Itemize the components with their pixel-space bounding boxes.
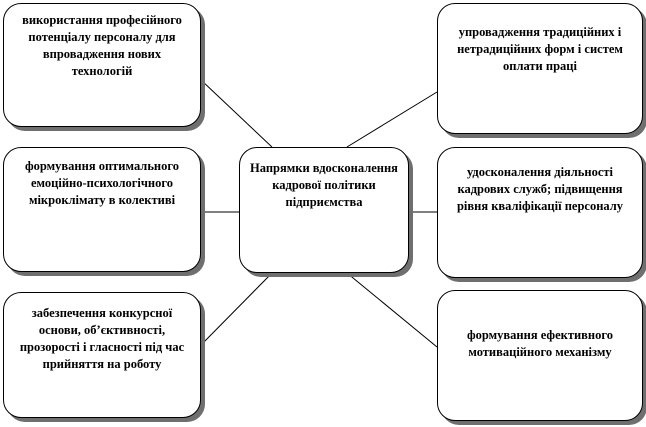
box-bottom-right: формування ефективного мотиваційного мех… bbox=[437, 290, 643, 421]
box-top-left-text: використання професійного потенціалу пер… bbox=[22, 13, 182, 78]
box-middle-right: удосконалення діяльності кадрових служб;… bbox=[437, 147, 643, 278]
connector-top-right bbox=[346, 91, 438, 148]
box-center: Напрямки вдосконалення кадрової політики… bbox=[239, 147, 409, 273]
box-middle-left: формування оптимального емоційно-психоло… bbox=[3, 147, 201, 272]
box-center-text: Напрямки вдосконалення кадрової політики… bbox=[250, 161, 398, 209]
box-top-left: використання професійного потенціалу пер… bbox=[3, 3, 201, 127]
box-bottom-right-text: формування ефективного мотиваційного мех… bbox=[467, 328, 613, 359]
box-middle-left-text: формування оптимального емоційно-психоло… bbox=[25, 159, 179, 207]
box-top-right-text: упровадження традиційних і нетрадиційних… bbox=[457, 25, 623, 73]
connector-bottom-left bbox=[200, 272, 273, 346]
box-bottom-left: забезпечення конкурсної основи, об’єктив… bbox=[3, 292, 201, 418]
box-bottom-left-text: забезпечення конкурсної основи, об’єктив… bbox=[19, 306, 185, 371]
box-middle-right-text: удосконалення діяльності кадрових служб;… bbox=[456, 165, 624, 213]
box-top-right: упровадження традиційних і нетрадиційних… bbox=[437, 3, 643, 134]
connector-bottom-right bbox=[346, 272, 438, 348]
connector-top-left bbox=[200, 79, 273, 148]
